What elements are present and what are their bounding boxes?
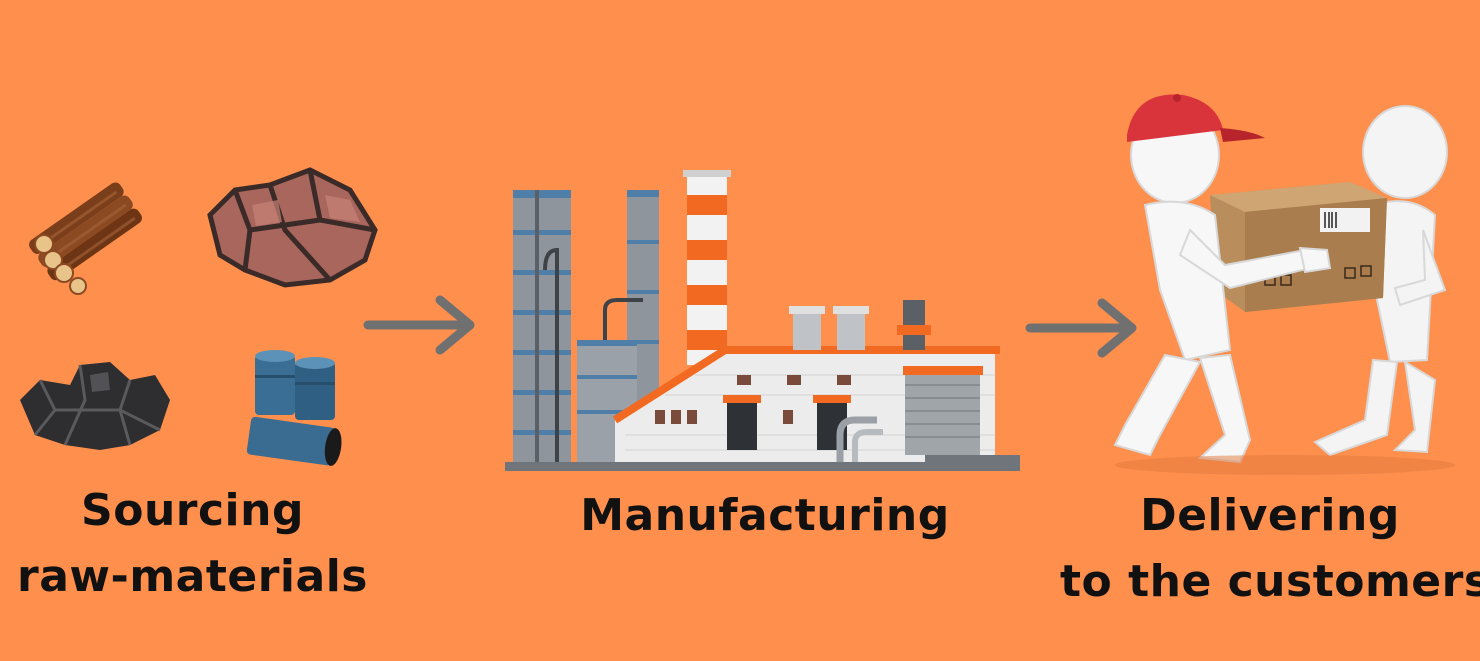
delivery-people-icon xyxy=(1113,94,1455,475)
oil-barrels-icon xyxy=(246,350,342,466)
caption-line: to the customers xyxy=(1060,556,1480,607)
red-cap-icon xyxy=(1127,94,1265,142)
raw-materials-illustration xyxy=(20,167,378,466)
factory-icon xyxy=(505,170,1020,471)
caption-line: Sourcing xyxy=(81,485,304,536)
caption-line: Manufacturing xyxy=(580,490,950,541)
caption-line: raw-materials xyxy=(17,551,368,602)
wood-logs-icon xyxy=(29,182,142,295)
coal-icon xyxy=(20,362,170,450)
flow-arrow-icon xyxy=(363,295,475,355)
ore-rock-icon xyxy=(207,167,378,288)
stage-caption-manufacturing: Manufacturing xyxy=(540,483,990,549)
cardboard-box-icon xyxy=(1210,182,1387,312)
flow-arrow-icon xyxy=(1025,298,1137,358)
stage-caption-sourcing: Sourcing raw-materials xyxy=(0,478,385,610)
caption-line: Delivering xyxy=(1140,490,1400,541)
stage-caption-delivering: Delivering to the customers xyxy=(1060,483,1480,615)
